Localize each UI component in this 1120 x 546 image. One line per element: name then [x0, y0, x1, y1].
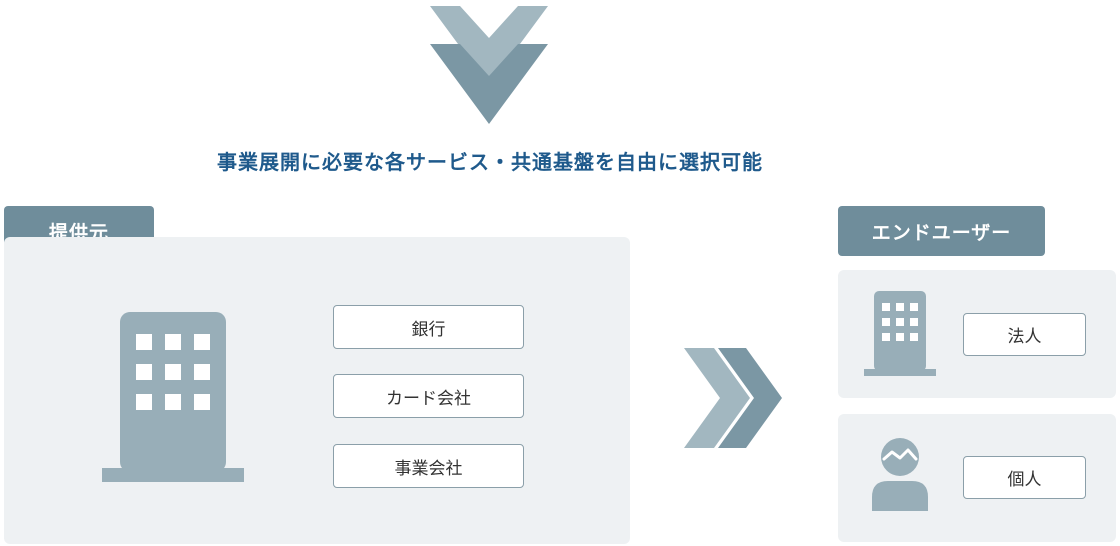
individual-label: 個人 — [963, 456, 1086, 499]
provider-panel — [4, 237, 630, 544]
chevron-right-double-icon — [684, 348, 782, 448]
person-icon — [872, 438, 928, 511]
provider-item-business-company: 事業会社 — [333, 444, 524, 488]
provider-item-card-company: カード会社 — [333, 374, 524, 418]
end-user-tag: エンドユーザー — [838, 206, 1045, 256]
provider-item-bank: 銀行 — [333, 305, 524, 349]
chevron-down-double-icon — [430, 6, 548, 124]
corporate-label: 法人 — [963, 313, 1086, 356]
building-icon — [864, 291, 936, 376]
headline: 事業展開に必要な各サービス・共通基盤を自由に選択可能 — [217, 150, 763, 174]
building-icon — [102, 312, 244, 482]
